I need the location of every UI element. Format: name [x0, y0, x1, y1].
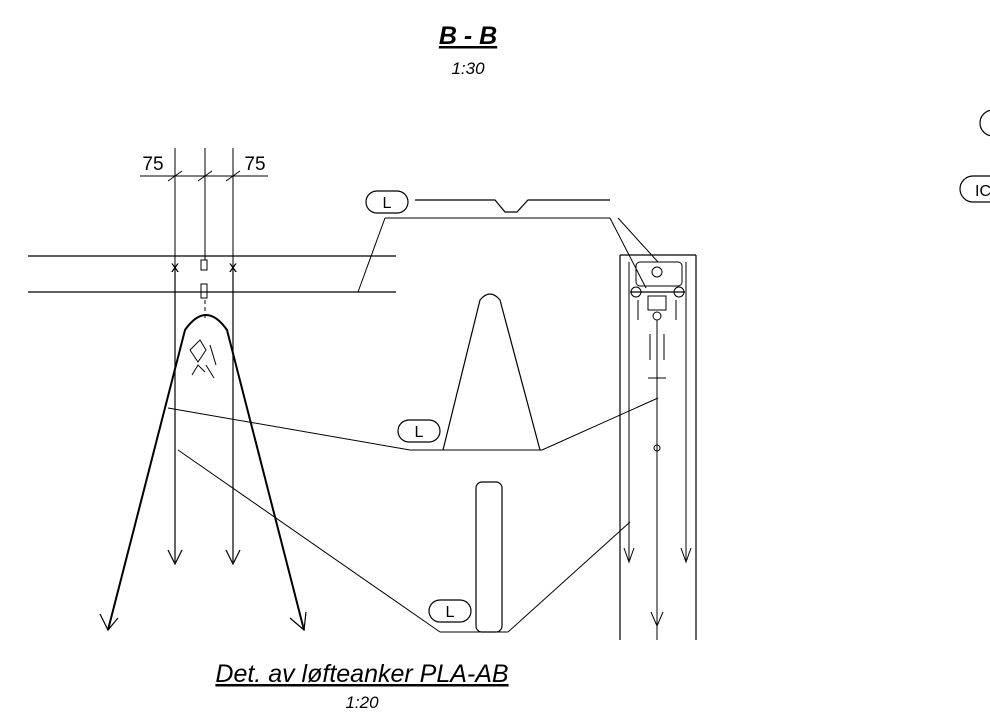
- dimension-left: 75: [142, 154, 163, 175]
- dimension-right: 75: [244, 154, 265, 175]
- section-scale: 1:30: [451, 59, 485, 78]
- dimension-group: 75 75: [140, 148, 268, 268]
- edge-tag-lower: IC: [959, 175, 990, 203]
- center-cone: [442, 293, 541, 451]
- tag-bottom: L: [428, 599, 472, 623]
- svg-text:x: x: [229, 259, 237, 276]
- detail-title: Det. av løfteanker PLA-AB: [215, 660, 508, 688]
- edge-tag-upper: [979, 109, 990, 137]
- lifting-loop-left: [99, 314, 307, 632]
- vertical-plate: [475, 481, 503, 633]
- tag-top: L: [365, 190, 409, 214]
- svg-text:L: L: [383, 195, 392, 212]
- section-title: B - B: [439, 22, 497, 50]
- anchor-bars: x x: [167, 259, 241, 566]
- leader-lines: [167, 199, 659, 633]
- svg-text:L: L: [415, 424, 424, 441]
- tag-middle: L: [397, 419, 441, 443]
- edge-tag-text: IC: [975, 183, 990, 200]
- right-column: [619, 254, 697, 640]
- detail-scale: 1:20: [345, 693, 379, 712]
- svg-text:L: L: [446, 604, 455, 621]
- svg-text:x: x: [171, 259, 179, 276]
- slab-lines: [28, 255, 396, 293]
